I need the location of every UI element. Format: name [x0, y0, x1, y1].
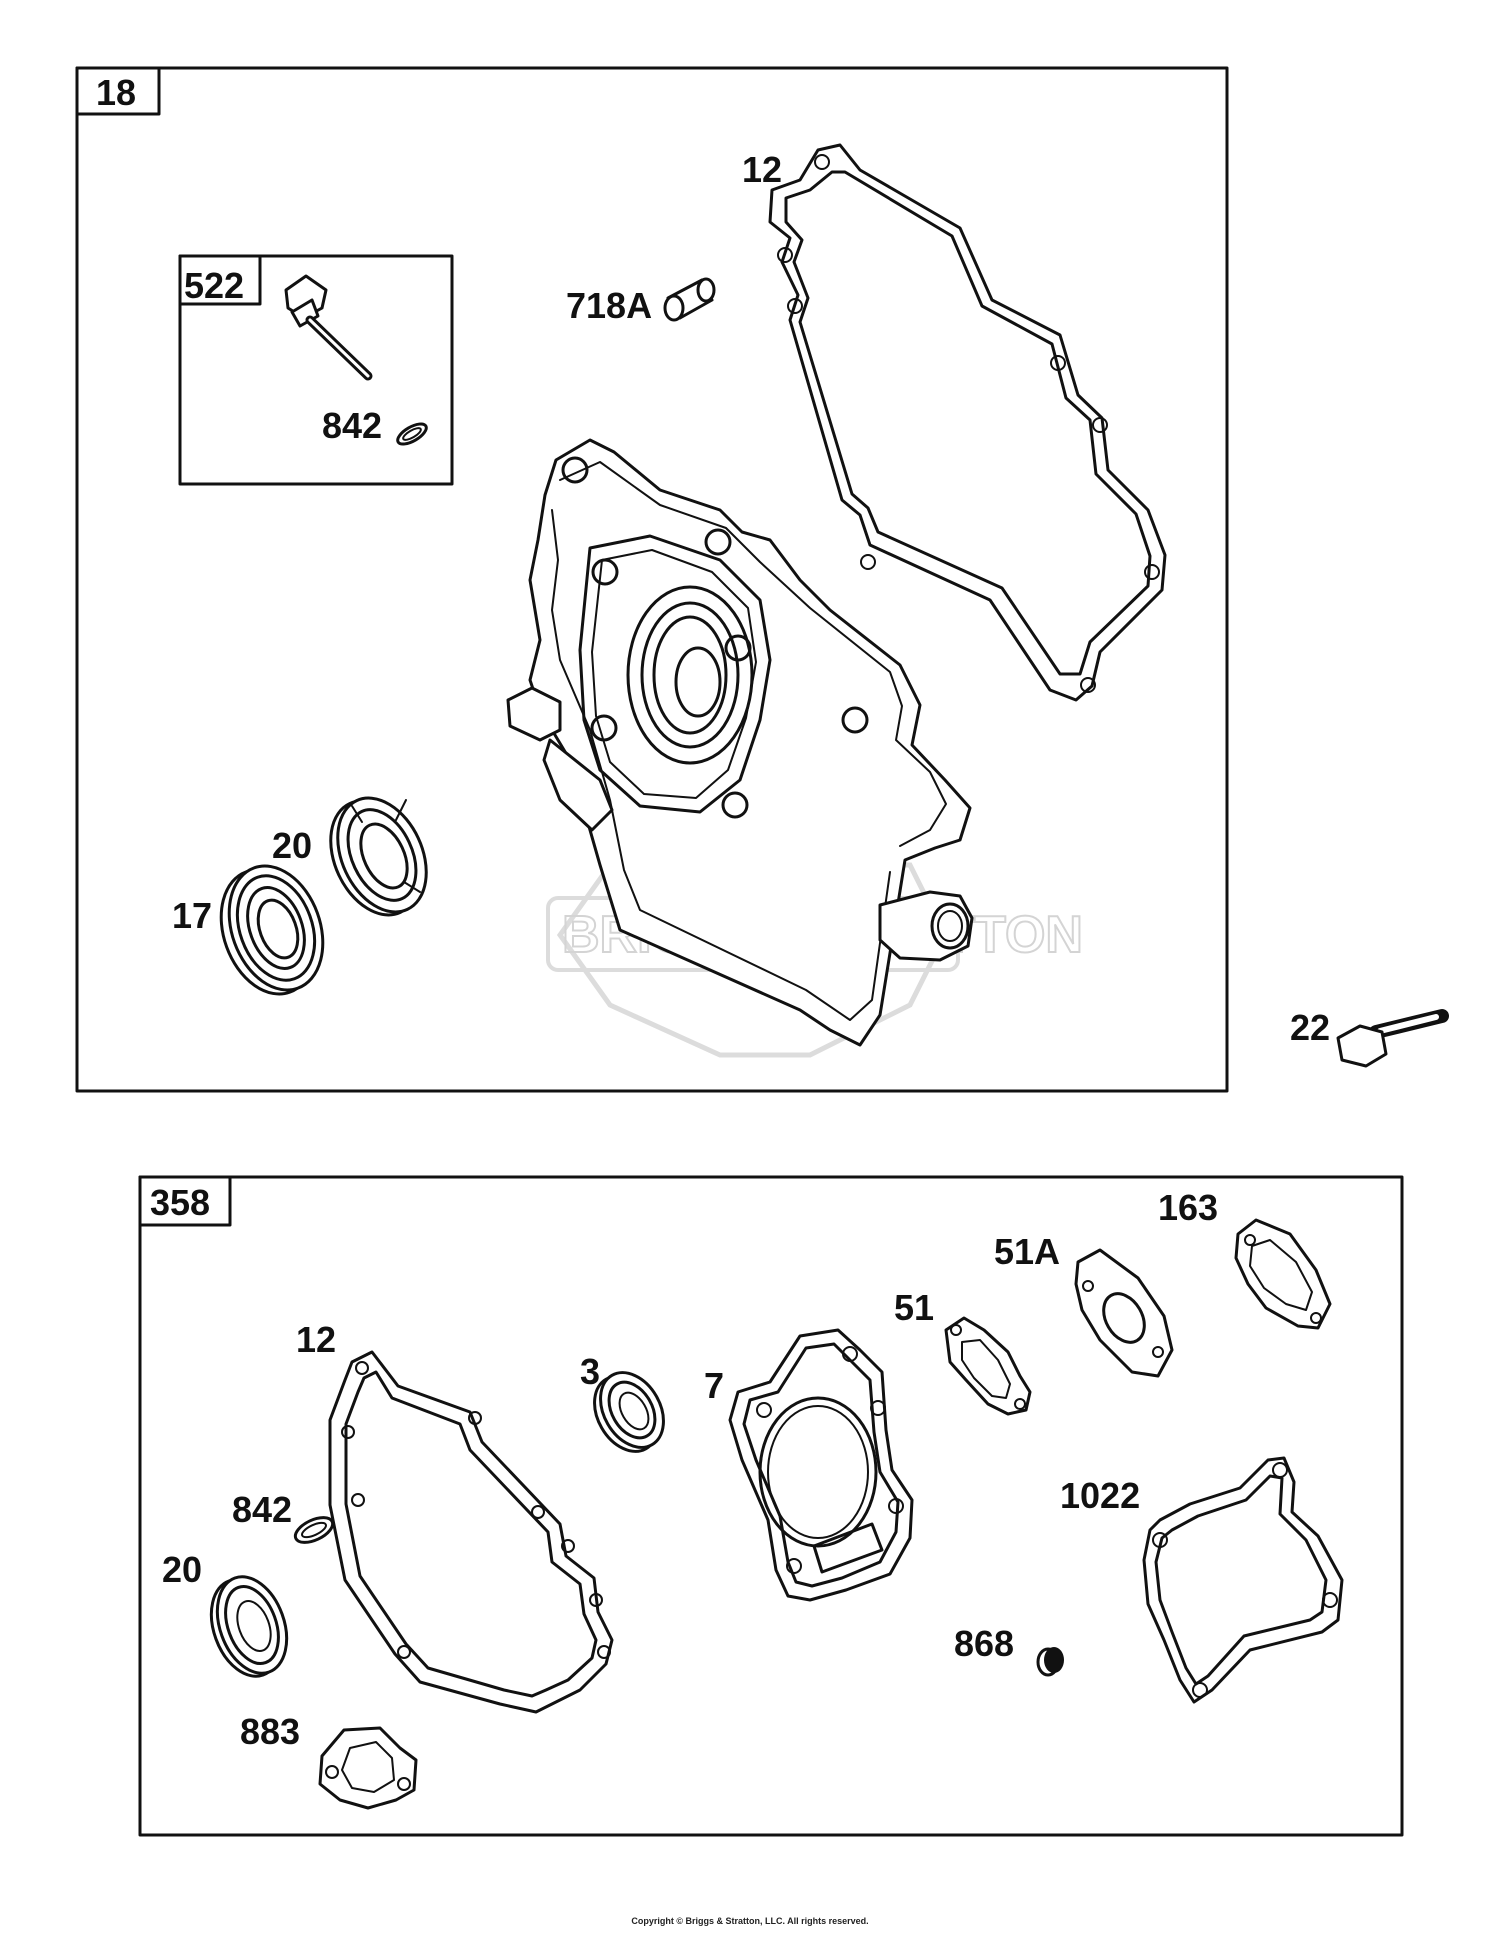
oil-seal-3: [593, 1371, 665, 1453]
callout-bot-163: 163: [1158, 1187, 1218, 1228]
dowel-718A: [663, 277, 716, 322]
callout-top-17: 17: [172, 895, 212, 936]
callout-bot-842: 842: [232, 1489, 292, 1530]
panel-18: 18: [75, 66, 1229, 1093]
gasket-12-bottom: [328, 1350, 614, 1714]
callout-bot-1022: 1022: [1060, 1475, 1140, 1516]
oil-seal-20-top: [329, 796, 428, 917]
callout-bot-868: 868: [954, 1623, 1014, 1664]
o-ring-842: [293, 1516, 335, 1544]
callout-top-20: 20: [272, 825, 312, 866]
gasket-12-top: [768, 143, 1167, 702]
gasket-51: [944, 1316, 1032, 1416]
panel-522-tag: 522: [184, 265, 244, 306]
callout-bot-51: 51: [894, 1287, 934, 1328]
callout-bot-883: 883: [240, 1711, 300, 1752]
callout-bot-51A: 51A: [994, 1231, 1060, 1272]
callout-top-12: 12: [742, 149, 782, 190]
panel-358: 358: [138, 1175, 1404, 1837]
plug-868: [1036, 1647, 1064, 1677]
callout-top-718A: 718A: [566, 285, 652, 326]
gasket-1022: [1142, 1456, 1344, 1704]
callout-bot-3: 3: [580, 1351, 600, 1392]
callout-out-22: 22: [1290, 1007, 1330, 1048]
copyright-notice: Copyright © Briggs & Stratton, LLC. All …: [631, 1916, 869, 1926]
callout-bot-20: 20: [162, 1549, 202, 1590]
dipstick-icon: [284, 274, 373, 381]
ball-bearing-17: [219, 864, 325, 996]
crankcase-cover: [506, 438, 974, 1047]
panel-358-tag: 358: [150, 1182, 210, 1223]
callout-bot-7: 7: [704, 1365, 724, 1406]
panel-18-tag: 18: [96, 72, 136, 113]
head-gasket-7: [728, 1328, 914, 1602]
bolt-22: [1336, 1009, 1449, 1068]
gasket-883: [318, 1726, 418, 1810]
callout-bot-12: 12: [296, 1319, 336, 1360]
gasket-163: [1234, 1218, 1332, 1330]
oil-seal-20-bottom: [209, 1575, 289, 1678]
gasket-51A: [1074, 1248, 1174, 1378]
callout-top-842: 842: [322, 405, 382, 446]
panel-522: 522 842: [178, 254, 454, 486]
